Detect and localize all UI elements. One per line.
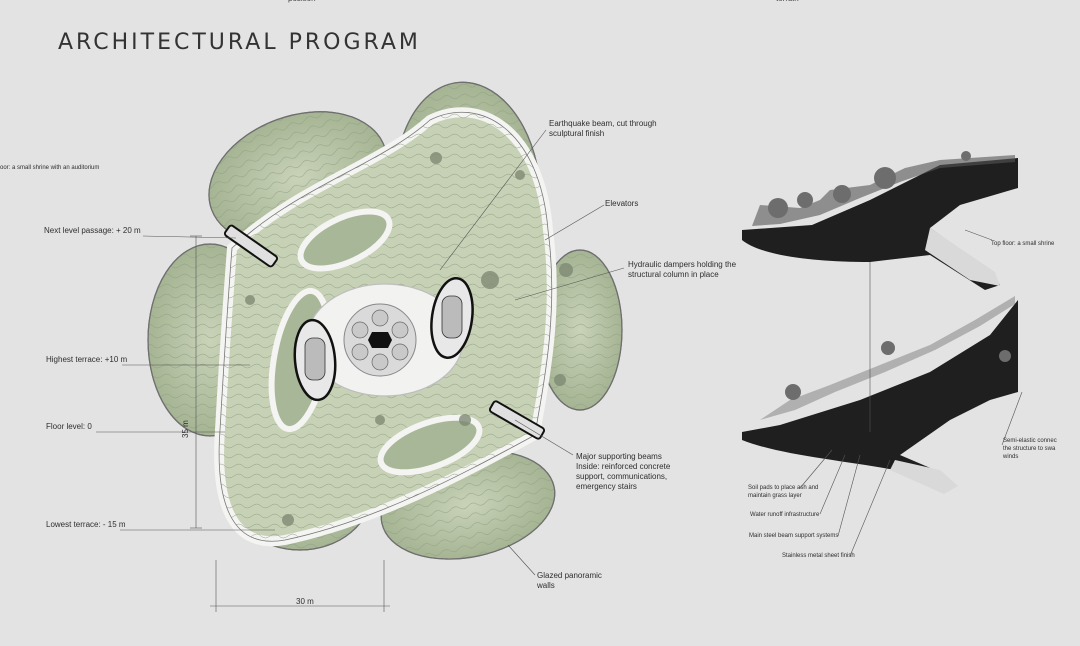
dimension-height: 35 m: [181, 420, 190, 438]
label-hydraulic-dampers: Hydraulic dampers holding the structural…: [628, 260, 737, 279]
dimension-width: 30 m: [296, 597, 314, 606]
label-glazed-walls: Glazed panoramic walls: [537, 571, 602, 590]
label-main-steel: Main steel beam support systems: [749, 533, 839, 539]
label-top-floor: Top floor: a small shrine: [991, 241, 1055, 247]
page-title: ARCHITECTURAL PROGRAM: [58, 30, 421, 55]
label-highest-terrace: Highest terrace: +10 m: [46, 355, 128, 364]
label-water-runoff: Water runoff infrastructure: [750, 512, 820, 518]
label-earthquake-beam: Earthquake beam, cut through sculptural …: [549, 119, 657, 138]
top-fragment-right: terrain: [776, 0, 799, 3]
label-floor-level: Floor level: 0: [46, 422, 92, 431]
section-lower: [742, 296, 1018, 494]
label-lowest-terrace: Lowest terrace: - 15 m: [46, 520, 126, 529]
top-fragment-left: position: [288, 0, 316, 3]
plan-leader-lines: [96, 129, 625, 576]
label-stainless: Stainless metal sheet finish: [782, 553, 855, 559]
plan-elevators: [293, 277, 474, 402]
label-small-shrine-note: oor: a small shrine with an auditorium: [0, 165, 100, 171]
label-elevators: Elevators: [605, 199, 639, 208]
label-semi-elastic: Semi-elastic connec the structure to swa…: [1003, 438, 1057, 460]
plan-trees: [245, 152, 573, 526]
plan-dimension-lines: [190, 235, 390, 612]
label-next-level-passage: Next level passage: + 20 m: [44, 226, 141, 235]
section-leader-lines: [799, 229, 1023, 557]
plan-central-core: [351, 309, 409, 371]
section-upper: [742, 151, 1018, 290]
label-soil-pads: Soil pads to place ash and maintain gras…: [748, 485, 819, 499]
label-major-beams: Major supporting beams Inside: reinforce…: [576, 452, 671, 491]
